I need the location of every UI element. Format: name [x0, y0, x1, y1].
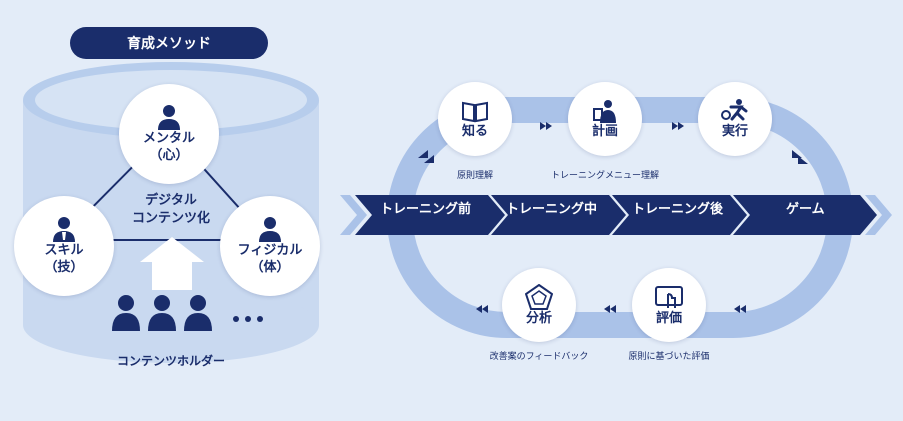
person-icon: [158, 105, 180, 130]
analysis-circle: 分析: [502, 268, 576, 342]
evaluation-circle: 評価: [632, 268, 706, 342]
physical-circle: フィジカル （体）: [220, 196, 320, 296]
content-holders-icons: [112, 295, 263, 331]
holder-person-icon: [184, 295, 212, 331]
runner-icon: [721, 98, 748, 120]
analysis-sub: 改善案のフィードバック: [489, 352, 589, 362]
flow-band: [340, 195, 892, 235]
digital-content-label: デジタル コンテンツ化: [131, 193, 210, 226]
know-sub: 原則理解: [456, 171, 493, 181]
connection-triangle: [57, 128, 271, 241]
method-title: 育成メソッド: [70, 27, 268, 59]
upward-arrow: [140, 237, 204, 290]
planner-icon: [593, 99, 616, 123]
holder-person-icon: [112, 295, 140, 331]
tablet-touch-icon: [655, 285, 683, 308]
businessman-icon: [53, 217, 75, 242]
mental-circle: メンタル （心）: [119, 84, 219, 184]
book-icon: [462, 101, 488, 122]
holder-person-icon: [148, 295, 176, 331]
content-holders-label: コンテンツホルダー: [116, 354, 225, 368]
evaluation-sub: 原則に基づいた評価: [628, 352, 710, 362]
loop-arrows: [418, 122, 808, 313]
arrow-left-3: [476, 305, 488, 313]
arrow-right-2: [672, 122, 684, 130]
arrow-left-2: [604, 305, 616, 313]
execute-circle: 実行: [698, 82, 772, 156]
stage-after-training: トレーニング後: [632, 202, 724, 217]
plan-sub: トレーニングメニュー理解: [550, 171, 659, 181]
stage-during-training: トレーニング中: [506, 202, 598, 217]
arrow-down-right: [792, 150, 808, 164]
radar-chart-icon: [525, 283, 553, 310]
arrow-up-left: [418, 150, 434, 163]
plan-circle: 計画: [568, 82, 642, 156]
skill-circle: スキル （技）: [14, 196, 114, 296]
stage-before-training: トレーニング前: [380, 202, 472, 217]
person-icon: [259, 217, 281, 242]
arrow-left-1: [734, 305, 746, 313]
arrow-right-1: [540, 122, 552, 130]
stage-game: ゲーム: [786, 202, 825, 217]
know-circle: 知る: [438, 82, 512, 156]
more-dots-icon: [233, 316, 263, 322]
